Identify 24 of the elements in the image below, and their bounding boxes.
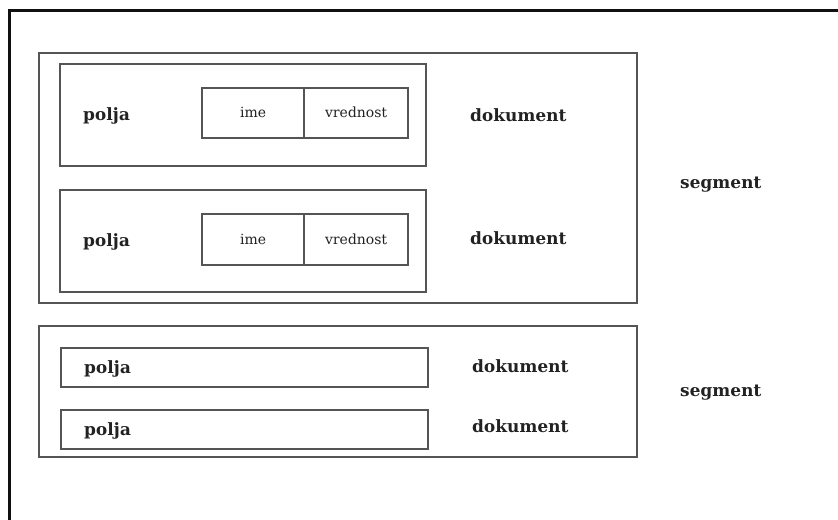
fields-label: polja <box>83 105 130 125</box>
field-cell <box>201 213 305 266</box>
field-cell <box>303 87 409 139</box>
field-label: ime <box>238 230 268 250</box>
document-label: dokument <box>470 229 566 249</box>
fields-label: polja <box>83 231 130 251</box>
fields-label: polja <box>84 420 131 440</box>
segment-label: segment <box>680 381 762 401</box>
fields-label: polja <box>84 358 131 378</box>
field-cell <box>201 87 305 139</box>
field-label: ime <box>238 104 268 123</box>
field-cell <box>303 213 409 266</box>
document-box <box>60 409 429 450</box>
field-label: vrednost <box>324 104 388 123</box>
document-box <box>59 63 427 167</box>
document-label: dokument <box>472 357 568 377</box>
document-box <box>60 347 429 388</box>
document-label: dokument <box>472 417 568 437</box>
segment-box <box>38 325 638 458</box>
document-box <box>59 189 427 293</box>
document-label: dokument <box>470 106 566 126</box>
field-label: vrednost <box>324 230 388 250</box>
segment-label: segment <box>680 173 762 193</box>
segment-box <box>38 52 638 304</box>
